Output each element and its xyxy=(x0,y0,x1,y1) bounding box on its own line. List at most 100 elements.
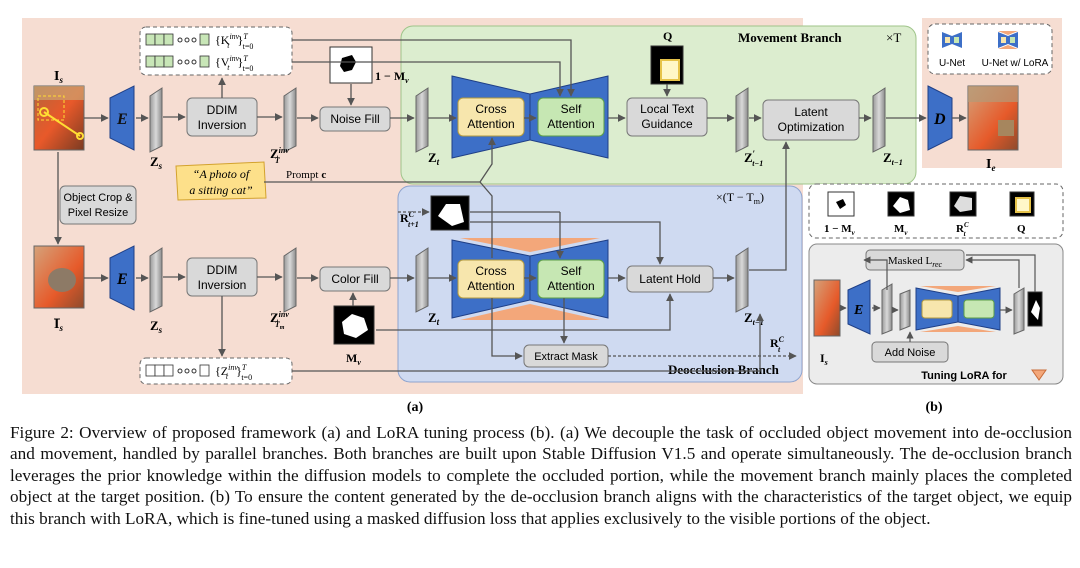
noise-fill-label: Noise Fill xyxy=(330,112,379,126)
lora-bottom-icon xyxy=(460,304,600,320)
encoder-top-label: E xyxy=(116,111,128,128)
latent-b-noisy xyxy=(899,289,911,331)
edited-image xyxy=(967,85,1019,151)
latent-zt-bar xyxy=(415,247,429,313)
movement-branch-title: Movement Branch xyxy=(738,30,842,45)
local-text-guidance-line1: Local Text xyxy=(640,102,694,116)
encoder-top-icon xyxy=(109,85,135,151)
latent-zt-bar-label: Zt xyxy=(428,310,440,327)
decoder-icon xyxy=(927,85,953,151)
tuning-lora-label: Tuning LoRA for xyxy=(921,370,1007,382)
color-fill-label: Color Fill xyxy=(331,272,378,286)
panel-b: Masked Lrec Is E Add Noise Tuning LoRA f… xyxy=(808,243,1064,385)
cropped-image-label: Is xyxy=(54,317,63,333)
unet-lora-b xyxy=(915,286,1001,332)
mask-mv-label: Mv xyxy=(346,351,361,367)
latent-ztm1-bar xyxy=(735,247,749,313)
q-mask-top-image xyxy=(650,45,684,85)
prompt-line2: a sitting cat” xyxy=(189,183,253,197)
r-input-mask-image xyxy=(430,195,470,231)
color-fill-block xyxy=(319,266,391,292)
mask-inverse-image xyxy=(329,46,373,84)
latent-zs-label: Zs xyxy=(150,154,163,171)
framework-diagram: Movement Branch ×T Deocclusion Branch ×(… xyxy=(22,18,1064,415)
encoder-bottom-label: E xyxy=(116,271,128,288)
figure-caption: Figure 2: Overview of proposed framework… xyxy=(10,423,1072,528)
cross-attention-bottom xyxy=(457,259,525,299)
local-text-guidance xyxy=(626,97,708,137)
panel-a-label: (a) xyxy=(407,400,424,415)
q-top-label: Q xyxy=(663,29,672,43)
legend-m1-label: 1 − Mv xyxy=(824,223,856,237)
latent-zs-bar-label: Zs xyxy=(150,318,163,335)
mask-mv-image xyxy=(333,305,375,345)
object-crop-line1: Object Crop & xyxy=(63,192,133,204)
unet-legend: U-Net U-Net w/ LoRA xyxy=(927,23,1053,75)
edited-image-label: Ie xyxy=(986,157,995,173)
masked-loss-label: Masked Lrec xyxy=(888,255,943,269)
latent-zt-label: Zt xyxy=(428,150,440,167)
prompt-line1: “A photo of xyxy=(193,167,251,181)
legend-mv-label: Mv xyxy=(894,223,908,237)
cross-attention-bottom-line2: Attention xyxy=(467,279,514,293)
latent-b-out xyxy=(1013,287,1025,335)
noise-fill-block xyxy=(319,106,391,132)
source-image-label: Is xyxy=(54,69,63,85)
latent-optimization-line1: Latent xyxy=(794,105,828,119)
legend-unet-label: U-Net xyxy=(939,58,965,69)
object-crop-line2: Pixel Resize xyxy=(68,207,129,219)
latent-zs-bar xyxy=(149,247,163,313)
self-attention-top-line2: Attention xyxy=(547,117,594,131)
deocclusion-branch-title: Deocclusion Branch xyxy=(668,362,780,377)
latent-zt-inv-top xyxy=(283,87,297,153)
latent-zt-top xyxy=(415,87,429,153)
encoder-bottom-icon xyxy=(109,245,135,311)
self-attention-bottom-line1: Self xyxy=(561,264,582,278)
k-tokens-icon xyxy=(145,33,210,46)
decoder-label: D xyxy=(933,111,946,128)
ddim-inversion-top-line2: Inversion xyxy=(198,118,247,132)
mask-b-shape xyxy=(1031,300,1040,320)
movement-branch-iterations: ×T xyxy=(886,30,901,45)
ddim-inversion-bottom-line2: Inversion xyxy=(198,278,247,292)
object-crop-block xyxy=(59,185,137,225)
latent-ztm1-label: Zt−1 xyxy=(883,150,903,167)
latent-zs-top xyxy=(149,87,163,153)
encoder-b-label: E xyxy=(853,303,863,318)
encoder-b-icon xyxy=(847,279,871,335)
cropped-image-b-label: Is xyxy=(820,351,828,367)
deocclusion-branch-iterations: ×(T − Tm) xyxy=(716,190,764,206)
cross-attention-bottom-line1: Cross xyxy=(475,264,506,278)
cropped-image-b xyxy=(813,279,841,337)
self-attention-bottom-line2: Attention xyxy=(547,279,594,293)
connectors xyxy=(54,39,967,372)
add-noise-label: Add Noise xyxy=(885,347,936,359)
latent-b-in xyxy=(881,283,893,335)
ddim-inversion-top-line1: DDIM xyxy=(207,103,238,117)
source-image-top xyxy=(33,85,85,151)
latent-zprime-top xyxy=(735,87,749,153)
self-attention-top xyxy=(537,97,605,137)
legend-q-label: Q xyxy=(1017,223,1026,235)
local-text-guidance-line2: Guidance xyxy=(641,117,693,131)
self-attention-top-line1: Self xyxy=(561,102,582,116)
latent-optimization xyxy=(762,99,860,141)
lora-legend-icon xyxy=(1031,369,1047,381)
latent-ztm-inv xyxy=(283,247,297,313)
latent-optimization-line2: Optimization xyxy=(778,120,845,134)
latent-hold xyxy=(626,265,714,293)
lora-top-icon xyxy=(460,238,600,252)
mask-inverse-label: 1 − Mv xyxy=(375,69,409,85)
ddim-inversion-bottom-line1: DDIM xyxy=(207,263,238,277)
